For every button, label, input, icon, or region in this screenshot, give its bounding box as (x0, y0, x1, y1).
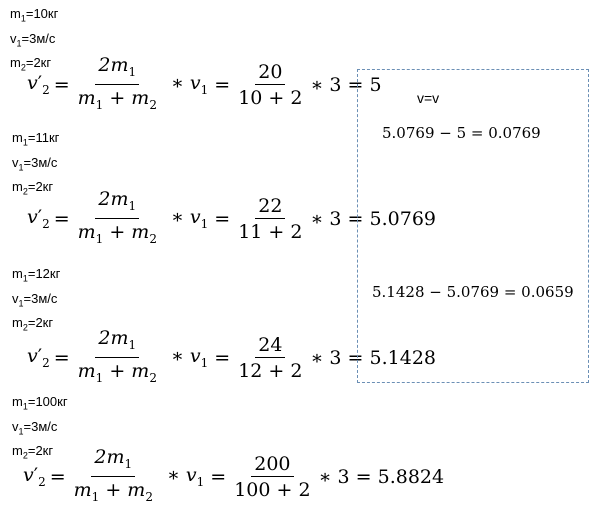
equals-sign: = (214, 73, 231, 96)
equals-sign: = (53, 346, 70, 369)
times-velocity: ∗ v1 (170, 206, 209, 232)
equals-sign: = (49, 465, 66, 488)
formula-lhs: v′2 (23, 464, 46, 490)
given-m2: m2=2кг (12, 179, 54, 197)
formula-result: ∗ 3 = 5 (310, 73, 382, 96)
given-values-1: m1=10кг v1=3м/с m2=2кг (10, 4, 58, 78)
formula-lhs: v′2 (27, 72, 50, 98)
formula-lhs: v′2 (27, 206, 50, 232)
given-v1: v1=3м/с (12, 290, 58, 309)
difference-1: 5.0769 − 5 = 0.0769 (382, 124, 541, 142)
formula-result: ∗ 3 = 5.8824 (318, 465, 445, 488)
given-v1: v1=3м/с (10, 30, 56, 49)
times-velocity: ∗ v1 (170, 345, 209, 371)
equals-sign: = (53, 73, 70, 96)
mass-fraction: 2m1 m1 + m2 (77, 188, 157, 246)
equals-sign: = (210, 465, 227, 488)
formula-lhs: v′2 (27, 345, 50, 371)
equals-sign: = (214, 207, 231, 230)
numeric-fraction: 22 11 + 2 (238, 194, 303, 243)
velocity-formula-2: v′2 = 2m1 m1 + m2 ∗ v1 = 22 11 + 2 ∗ 3 =… (27, 188, 436, 250)
equals-sign: = (53, 207, 70, 230)
velocity-formula-4: v′2 = 2m1 m1 + m2 ∗ v1 = 200 100 + 2 ∗ 3… (23, 446, 444, 508)
given-m2: m2=2кг (12, 443, 54, 461)
given-m2: m2=2кг (12, 315, 54, 333)
velocity-formula-1: v′2 = 2m1 m1 + m2 ∗ v1 = 20 10 + 2 ∗ 3 =… (27, 54, 382, 116)
given-v1: v1=3м/с (12, 418, 58, 437)
formula-result: ∗ 3 = 5.1428 (310, 346, 436, 369)
mass-fraction: 2m1 m1 + m2 (77, 327, 157, 385)
given-values-2: m1=11кг v1=3м/с m2=2кг (12, 128, 59, 202)
numeric-fraction: 200 100 + 2 (234, 452, 311, 501)
velocity-formula-3: v′2 = 2m1 m1 + m2 ∗ v1 = 24 12 + 2 ∗ 3 =… (27, 327, 436, 389)
numeric-fraction: 24 12 + 2 (238, 333, 303, 382)
given-m2: m2=2кг (10, 55, 52, 73)
times-velocity: ∗ v1 (170, 72, 209, 98)
given-values-4: m1=100кг v1=3м/с m2=2кг (12, 392, 68, 466)
box-title: v=v (417, 90, 440, 106)
numeric-fraction: 20 10 + 2 (238, 60, 303, 109)
difference-2: 5.1428 − 5.0769 = 0.0659 (372, 283, 574, 301)
equals-sign: = (214, 346, 231, 369)
times-velocity: ∗ v1 (166, 464, 205, 490)
given-v1: v1=3м/с (12, 154, 58, 173)
given-m1: m1=11кг (12, 130, 60, 148)
given-values-3: m1=12кг v1=3м/с m2=2кг (12, 264, 60, 338)
given-m1: m1=12кг (12, 266, 61, 284)
difference-box (357, 69, 589, 383)
given-m1: m1=10кг (10, 6, 59, 24)
mass-fraction: 2m1 m1 + m2 (73, 446, 153, 504)
formula-result: ∗ 3 = 5.0769 (310, 207, 436, 230)
mass-fraction: 2m1 m1 + m2 (77, 54, 157, 112)
given-m1: m1=100кг (12, 394, 68, 412)
